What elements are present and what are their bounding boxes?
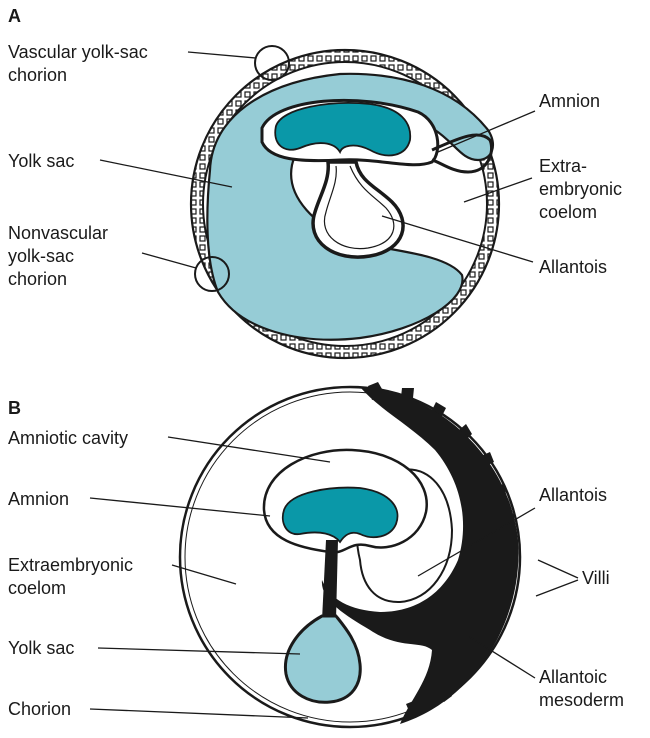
panel-b-letter: B [8, 398, 21, 418]
label-extraembryonic-1: Extraembryonic [8, 555, 133, 575]
label-villi: Villi [582, 568, 610, 588]
label-panel-b-yolk-sac: Yolk sac [8, 638, 74, 658]
label-chorion: Chorion [8, 699, 71, 719]
label-panel-a-yolk-sac: Yolk sac [8, 151, 74, 171]
label-panel-b-allantois: Allantois [539, 485, 607, 505]
label-panel-b-amnion: Amnion [8, 489, 69, 509]
label-nonvascular-3: chorion [8, 269, 67, 289]
label-extra-3: coelom [539, 202, 597, 222]
leader-nonvascular [142, 253, 196, 268]
panel-a-embryo [275, 103, 410, 155]
leader-villi-2 [536, 580, 578, 596]
panel-a-letter: A [8, 6, 21, 26]
label-vascular-yolk-sac-chorion-2: chorion [8, 65, 67, 85]
label-allantoic-mesoderm-1: Allantoic [539, 667, 607, 687]
label-extra-2: embryonic [539, 179, 622, 199]
label-nonvascular-1: Nonvascular [8, 223, 108, 243]
label-panel-a-amnion: Amnion [539, 91, 600, 111]
label-nonvascular-2: yolk-sac [8, 246, 74, 266]
label-vascular-yolk-sac-chorion-1: Vascular yolk-sac [8, 42, 148, 62]
label-allantoic-mesoderm-2: mesoderm [539, 690, 624, 710]
label-panel-a-allantois: Allantois [539, 257, 607, 277]
panel-a-diagram [191, 46, 499, 358]
panel-b-embryo [283, 488, 398, 542]
label-extraembryonic-2: coelom [8, 578, 66, 598]
leader-vascular [188, 52, 256, 58]
panel-b-diagram [180, 382, 520, 727]
leader-villi-1 [538, 560, 578, 578]
label-extra-1: Extra- [539, 156, 587, 176]
label-amniotic-cavity: Amniotic cavity [8, 428, 128, 448]
